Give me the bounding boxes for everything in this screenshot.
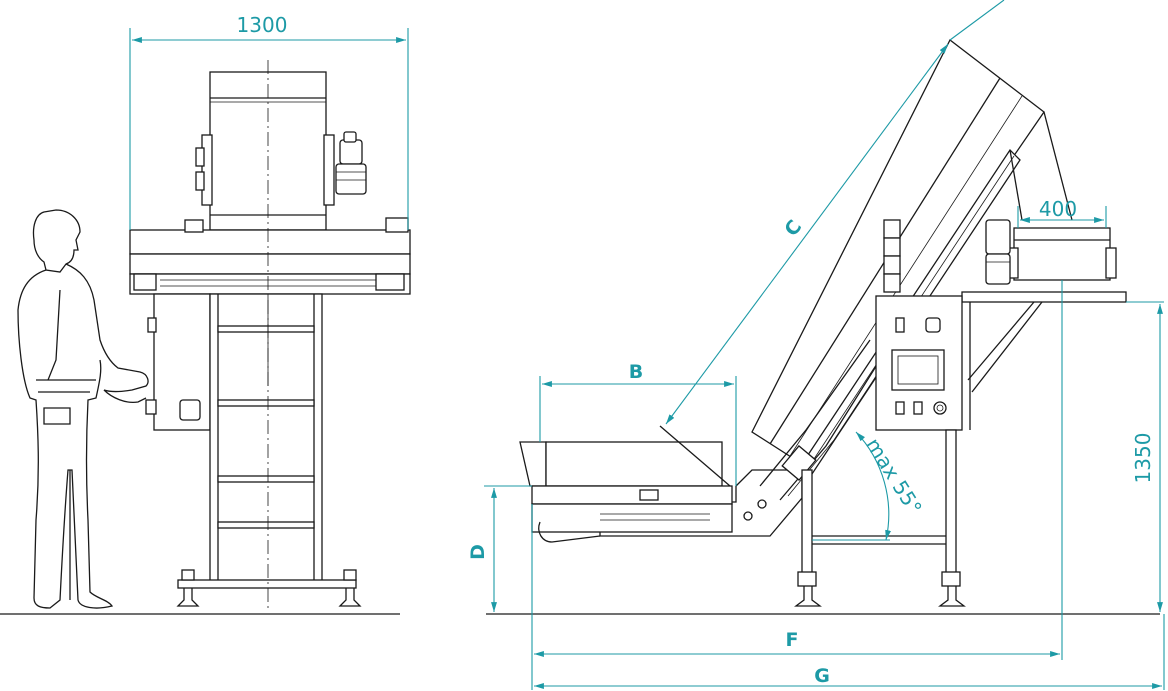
dim-f-label: F — [786, 629, 799, 651]
cabinet-button-icon-2 — [913, 401, 923, 415]
side-motor — [985, 219, 1011, 285]
support-frame — [794, 429, 966, 607]
side-hopper — [1013, 227, 1111, 281]
dim-angle-label: max 55° — [861, 434, 927, 519]
cabinet-selector-icon — [925, 317, 941, 333]
front-view: 1300 — [0, 13, 411, 615]
front-frame — [209, 293, 323, 585]
cabinet-button-icon — [895, 401, 905, 415]
front-motor — [335, 131, 367, 195]
dim-height-label: 1350 — [1131, 433, 1155, 484]
dim-c-line — [665, 43, 949, 425]
front-top-deck — [129, 229, 411, 255]
side-view: 400 C B max 55° D 1350 F G — [467, 0, 1165, 690]
dim-b-label: B — [629, 361, 643, 383]
discharge-hopper — [1009, 111, 1073, 221]
cabinet-switch-icon — [895, 317, 905, 333]
infeed-hopper — [519, 425, 733, 543]
dim-width-front-label: 1300 — [237, 13, 288, 37]
dim-hopper-width-label: 400 — [1039, 197, 1077, 221]
front-control-cabinet — [153, 293, 211, 431]
dim-g-label: G — [814, 665, 830, 687]
front-base — [177, 579, 357, 589]
side-top-platform — [961, 291, 1127, 303]
dim-c-label: C — [780, 216, 806, 241]
worker-figure — [17, 209, 149, 609]
dim-d-label: D — [467, 544, 489, 560]
dim-angle-arc — [855, 431, 892, 541]
